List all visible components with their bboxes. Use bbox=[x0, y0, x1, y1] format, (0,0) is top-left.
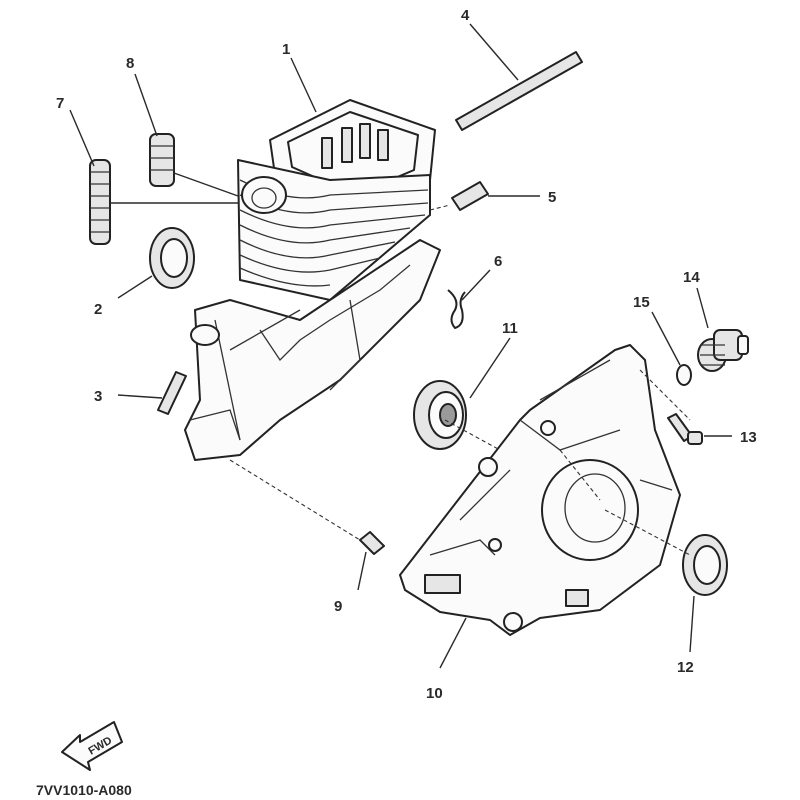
callout-5: 5 bbox=[548, 189, 556, 206]
valve-spring-short bbox=[149, 133, 175, 187]
dowel-pin bbox=[451, 181, 489, 211]
valve-spring-tall bbox=[89, 159, 111, 245]
callout-13: 13 bbox=[740, 429, 757, 446]
callout-15: 15 bbox=[633, 294, 650, 311]
callout-8: 8 bbox=[126, 55, 134, 72]
figure-code: 7VV1010-A080 bbox=[36, 782, 132, 798]
callout-6: 6 bbox=[494, 253, 502, 270]
wire-clip bbox=[447, 289, 466, 329]
cylinder-block bbox=[184, 99, 441, 461]
callout-2: 2 bbox=[94, 301, 102, 318]
callout-1: 1 bbox=[282, 41, 290, 58]
bolt bbox=[667, 413, 703, 445]
leader-lines bbox=[69, 23, 732, 669]
callout-12: 12 bbox=[677, 659, 694, 676]
ball-bearing bbox=[413, 380, 467, 450]
callout-7: 7 bbox=[56, 95, 64, 112]
o-ring bbox=[676, 364, 692, 386]
drain-plug bbox=[697, 329, 749, 372]
callout-9: 9 bbox=[334, 598, 342, 615]
forward-arrow-icon: FWD bbox=[61, 721, 123, 771]
callout-numbers: 1 2 3 4 5 6 7 8 9 10 11 12 13 14 15 bbox=[56, 7, 757, 702]
small-dowel bbox=[359, 531, 385, 555]
callout-4: 4 bbox=[461, 7, 470, 24]
oil-seal-right bbox=[682, 534, 728, 596]
stud-bolt bbox=[157, 371, 187, 415]
assembly-lines bbox=[110, 172, 691, 556]
oil-seal-left bbox=[149, 227, 195, 289]
callout-11: 11 bbox=[502, 320, 518, 337]
callout-14: 14 bbox=[683, 269, 700, 286]
callout-10: 10 bbox=[426, 685, 443, 702]
callout-3: 3 bbox=[94, 388, 102, 405]
long-stud bbox=[455, 51, 583, 131]
